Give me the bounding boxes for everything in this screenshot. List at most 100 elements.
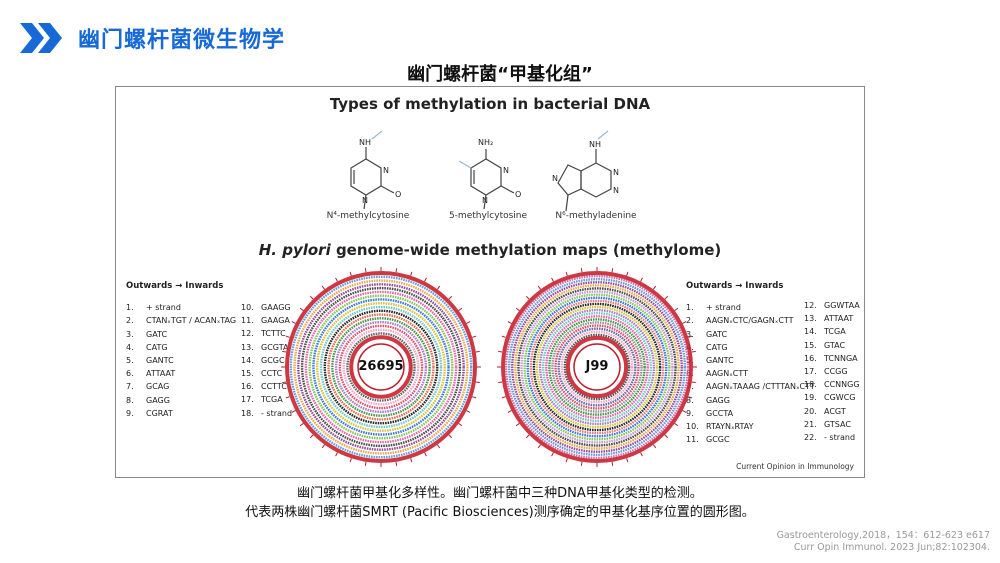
legend-item: 22.- strand <box>804 431 860 444</box>
legend-item-motif: RTAYNₓRTAY <box>706 422 754 432</box>
n4-methylcytosine-structure-icon: NH N N O <box>350 130 401 210</box>
legend-item: 2. AAGNₓCTC/GAGNₓCTT <box>686 314 815 327</box>
legend-item-motif: GCGC <box>706 435 730 445</box>
legend-item-number: 16. <box>804 353 817 363</box>
legend-item-number: 1. <box>686 303 694 313</box>
legend-item: 2. CTANₓTGT / ACANₓTAG <box>126 314 236 327</box>
figure-title-methylation-types: Types of methylation in bacterial DNA <box>329 95 651 113</box>
legend-item-motif: TCTTC <box>261 329 286 339</box>
atom-label-nh: NH <box>589 140 601 149</box>
legend-item-number: 7. <box>126 382 134 392</box>
legend-item: 3.GATC <box>686 328 815 341</box>
legend-item-number: 10. <box>686 422 699 432</box>
legend-item: 16.CCTTC <box>241 380 292 393</box>
legend-item-motif: GANTC <box>706 356 734 366</box>
legend-item-number: 14. <box>241 355 254 365</box>
legend-item: 5.GANTC <box>686 354 815 367</box>
legend-item-number: 15. <box>804 340 817 350</box>
legend-item-motif: GAGG <box>706 395 730 405</box>
legend-item-motif: CCTTC <box>261 382 287 392</box>
legend-item: 8. GAGG <box>686 394 815 407</box>
legend-item: 12.GGWTAA <box>804 299 860 312</box>
legend-item-motif: CGRAT <box>146 408 173 418</box>
legend-item-motif: GTSAC <box>824 419 851 429</box>
legend-item-motif: GCAG <box>146 382 170 392</box>
legend-item: 4.CATG <box>686 341 815 354</box>
legend-item-motif: - strand <box>824 433 856 443</box>
legend-item-number: 18. <box>241 408 254 418</box>
legend-item: 10. GAAGG <box>241 301 292 314</box>
legend-item-number: 8. <box>686 395 694 405</box>
legend-item-motif: TCNNGA <box>824 353 858 363</box>
atom-label-nh: NH <box>359 138 371 147</box>
legend-item: 1.+ strand <box>126 301 236 314</box>
legend-item: 7. GCAG <box>126 380 236 393</box>
methylome-circle-26695 <box>281 267 481 467</box>
legend-item: 11. GCGC <box>686 433 815 446</box>
atom-label-n: N <box>362 196 368 205</box>
legend-item-motif: CATG <box>146 342 168 352</box>
legend-item: 19.CGWCG <box>804 391 860 404</box>
atom-label-n: N <box>613 168 619 177</box>
legend-item-motif: GANTC <box>146 356 174 366</box>
double-chevron-icon <box>20 23 62 53</box>
legend-item-motif: TCGA <box>261 395 283 405</box>
legend-item: 15.GTAC <box>804 339 860 352</box>
legend-header: Outwards → Inwards <box>686 281 784 291</box>
legend-item-motif: GAAGG <box>261 303 291 312</box>
legend-item-motif: AAGNₓCTT <box>706 369 748 379</box>
legend-item: 17. CCGG <box>804 365 860 378</box>
legend-item: 14.GCGC <box>241 354 292 367</box>
legend-item: 9. CGRAT <box>126 407 236 420</box>
legend-item-motif: CATG <box>706 342 728 352</box>
legend-item: 3.GATC <box>126 328 236 341</box>
references: Gastroenterology,2018，154：612-623 e617 C… <box>777 530 990 554</box>
legend-item: 11.GAAGA <box>241 314 292 327</box>
legend-item: 13.ATTAAT <box>804 312 860 325</box>
legend-item: 9.GCCTA <box>686 407 815 420</box>
methylome-figure: Types of methylation in bacterial DNA NH… <box>115 86 865 478</box>
atom-label-n: N <box>383 166 389 175</box>
legend-item: 14.TCGA <box>804 325 860 338</box>
atom-label-n: N <box>503 166 509 175</box>
legend-item-motif: GATC <box>146 329 168 339</box>
legend-item-motif: ATTAAT <box>146 369 176 379</box>
legend-item-number: 5. <box>126 356 134 366</box>
legend-item-number: 12. <box>241 329 254 339</box>
legend-item-number: 2. <box>126 316 134 326</box>
legend-item: 7.AAGNₓTAAAG /CTTTANₓCTT <box>686 380 815 393</box>
legend-item-motif: GGWTAA <box>824 301 860 310</box>
5-methylcytosine-structure-icon: NH₂ N N O <box>458 138 521 210</box>
legend-item-number: 17. <box>804 367 817 377</box>
figure-title-rest: genome-wide methylation maps (methylome) <box>330 241 722 259</box>
reference-2: Curr Opin Immunol. 2023 Jun;82:102304. <box>793 542 990 553</box>
legend-item-number: 10. <box>241 303 254 312</box>
legend-item: 20.ACGT <box>804 405 860 418</box>
legend-item-number: 13. <box>241 342 254 352</box>
legend-item-motif: CTANₓTGT / ACANₓTAG <box>146 316 237 326</box>
atom-label-nh2: NH₂ <box>478 138 493 147</box>
legend-item: 6.ATTAAT <box>126 367 236 380</box>
legend-item: 13. GCGTA <box>241 341 292 354</box>
legend-item-motif: CCNNGG <box>824 380 860 390</box>
legend-item-motif: AAGNₓCTC/GAGNₓCTT <box>706 316 794 326</box>
legend-item-number: 11. <box>686 435 699 445</box>
reference-1: Gastroenterology,2018，154：612-623 e617 <box>776 530 990 541</box>
legend-item-number: 4. <box>126 342 134 352</box>
legend-item: 8.GAGG <box>126 394 236 407</box>
legend-item-number: 9. <box>126 408 134 418</box>
page-title: 幽门螺杆菌微生物学 <box>78 28 286 53</box>
legend-item-motif: GAAGA <box>261 316 290 326</box>
legend-item-motif: + strand <box>146 303 181 313</box>
molecule-label: N⁴-methylcytosine <box>326 211 410 221</box>
legend-item-number: 2. <box>686 316 694 326</box>
legend-item-motif: CCGG <box>824 367 848 377</box>
legend-item-motif: GCGTA <box>261 342 289 352</box>
legend-item-number: 3. <box>686 329 694 339</box>
legend-item-motif: CGWCG <box>824 393 856 403</box>
figure-title-methylome: H. pylori genome-wide methylation maps (… <box>116 241 864 259</box>
methylome-circle-j99 <box>497 267 697 467</box>
legend-item-motif: GCCTA <box>706 408 734 418</box>
